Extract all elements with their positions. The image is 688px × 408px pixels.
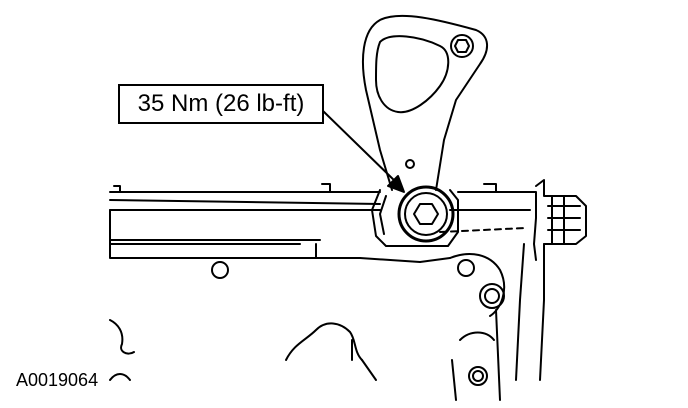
bolt-flange [371,189,459,247]
housing-outline [109,183,537,263]
lower-cover [211,253,506,401]
torqued-bolt [397,185,455,243]
callout-leader-arrow [321,109,405,193]
torque-spec-callout: 35 Nm (26 lb-ft) [118,84,324,124]
casting-bottom-edges [109,319,377,381]
bracket-outline [361,14,488,191]
right-fitting [515,179,587,381]
figure-id-label: A0019064 [16,370,99,390]
